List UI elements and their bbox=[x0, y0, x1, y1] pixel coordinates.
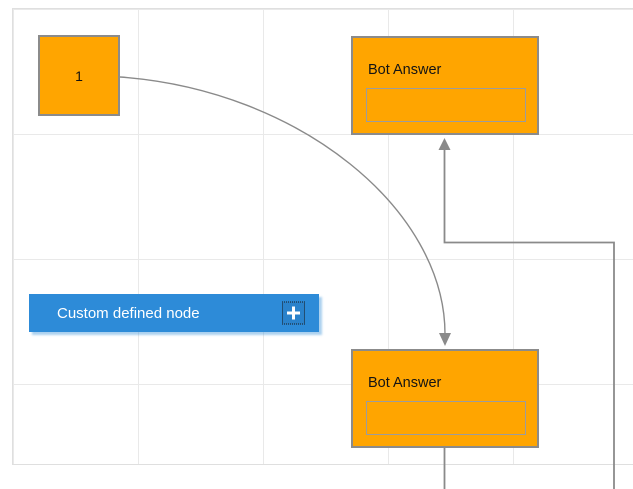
node-numbered-square-label: 1 bbox=[75, 67, 83, 84]
bot-answer-title: Bot Answer bbox=[368, 375, 442, 391]
plus-icon-bar bbox=[292, 306, 295, 320]
curved-connector-arrowhead-down[interactable] bbox=[439, 333, 451, 346]
curved-connector[interactable] bbox=[119, 76, 446, 335]
bot-answer-input[interactable] bbox=[366, 401, 526, 435]
node-numbered-square[interactable]: 1 bbox=[38, 35, 120, 116]
elbow-connector-arrowhead-up[interactable] bbox=[438, 138, 451, 150]
node-custom-defined-label: Custom defined node bbox=[57, 304, 200, 322]
node-custom-defined[interactable]: Custom defined node bbox=[29, 294, 319, 332]
node-bot-answer-bottom[interactable]: Bot Answer bbox=[351, 349, 539, 448]
node-bot-answer-top[interactable]: Bot Answer bbox=[351, 36, 539, 135]
elbow-connector[interactable] bbox=[443, 150, 615, 489]
bot-answer-input[interactable] bbox=[366, 88, 526, 122]
bot-answer-title: Bot Answer bbox=[368, 62, 442, 78]
plus-icon[interactable] bbox=[282, 301, 305, 325]
